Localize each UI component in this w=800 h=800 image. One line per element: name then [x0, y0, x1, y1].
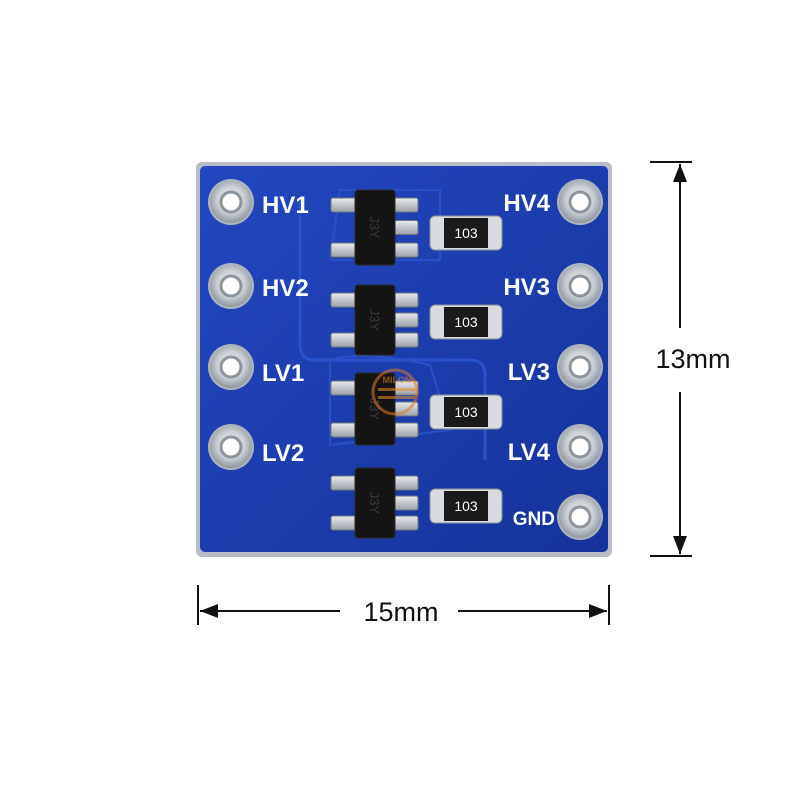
height-dimension: 13mm [650, 161, 731, 557]
pin-label-left: HV2 [262, 275, 309, 302]
solder-pad [557, 424, 603, 470]
height-label: 13mm [655, 344, 730, 374]
transistor-marking: J3Y [367, 309, 382, 332]
transistor-sot23: J3Y [330, 284, 419, 356]
pin-label-left: LV1 [262, 360, 304, 387]
pin-label-right: HV3 [503, 274, 550, 301]
solder-pad [557, 494, 603, 540]
pin-label-left: LV2 [262, 440, 304, 467]
solder-pad [557, 263, 603, 309]
smd-resistor: 103 [429, 394, 503, 430]
solder-pad [557, 179, 603, 225]
resistor-code: 103 [454, 314, 478, 330]
smd-resistor: 103 [429, 215, 503, 251]
pin-label-right: HV4 [503, 190, 550, 217]
pin-label-right: LV4 [508, 439, 551, 466]
watermark-logo: MILON [371, 368, 419, 416]
transistor-sot23: J3Y [330, 467, 419, 539]
smd-resistor: 103 [429, 304, 503, 340]
solder-pad [208, 179, 254, 225]
transistor-marking: J3Y [367, 398, 382, 421]
watermark-text: MILON [383, 375, 412, 385]
smd-resistor: 103 [429, 488, 503, 524]
resistor-code: 103 [454, 225, 478, 241]
solder-pad [208, 344, 254, 390]
pin-label-right: LV3 [508, 359, 550, 386]
pin-label-right: GND [513, 509, 555, 530]
solder-pad [557, 344, 603, 390]
width-dimension: 15mm [197, 585, 610, 627]
width-label: 15mm [363, 597, 438, 627]
solder-pad [208, 263, 254, 309]
solder-pad [208, 424, 254, 470]
pin-label-left: HV1 [262, 192, 309, 219]
resistor-code: 103 [454, 404, 478, 420]
pin-labels-left: HV1 HV2 LV1 LV2 [262, 192, 309, 467]
transistor-sot23: J3Y [330, 189, 419, 266]
resistor-code: 103 [454, 498, 478, 514]
transistor-marking: J3Y [367, 492, 382, 515]
transistor-marking: J3Y [367, 216, 382, 239]
pcb-board [196, 162, 612, 557]
pin-labels-right: HV4 HV3 LV3 LV4 GND [503, 190, 555, 530]
